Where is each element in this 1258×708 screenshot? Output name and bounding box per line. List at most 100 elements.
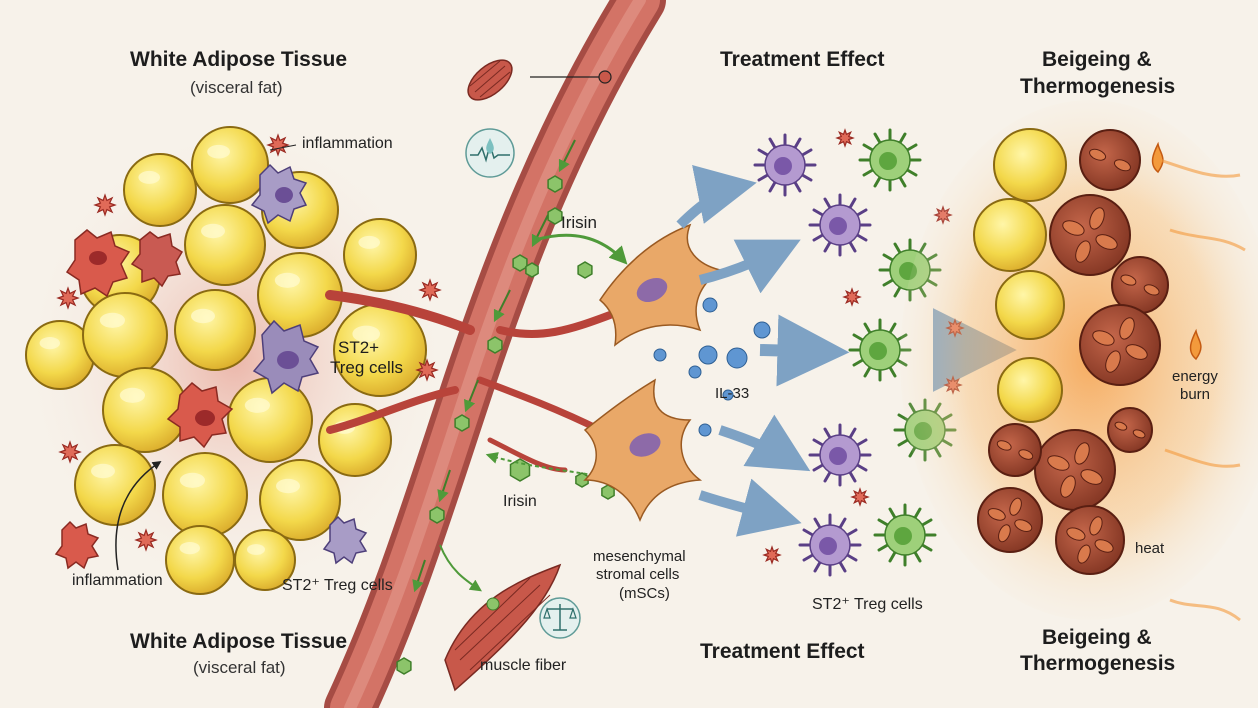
irisin-hexagon bbox=[487, 336, 503, 354]
fat-cell bbox=[318, 403, 392, 477]
irisin-hexagon bbox=[547, 207, 563, 225]
energy-label-line1: energy bbox=[1172, 368, 1218, 385]
irisin-arrow-top bbox=[534, 233, 628, 265]
beige-fat-cell bbox=[997, 357, 1063, 423]
beige-fat-cell bbox=[973, 198, 1047, 272]
inflammatory-immune-cell bbox=[808, 193, 872, 257]
st2-treg-small-cell bbox=[322, 515, 368, 565]
treatment-title-top: Treatment Effect bbox=[720, 48, 885, 71]
energy-label-line2: burn bbox=[1180, 386, 1211, 403]
st2-treg-cluster-cell bbox=[252, 319, 320, 395]
il33-label: IL-33 bbox=[715, 385, 750, 402]
inflammatory-cell bbox=[130, 231, 184, 288]
il33-dot bbox=[722, 389, 734, 401]
il33-dot bbox=[726, 347, 748, 369]
il33-dot bbox=[702, 297, 718, 313]
msc-label-line1: mesenchymal bbox=[593, 548, 686, 565]
irisin-hexagon bbox=[396, 657, 412, 675]
beige-fat-cell bbox=[995, 270, 1065, 340]
flame-icon bbox=[1189, 328, 1202, 361]
st2-treg-label-right: ST2⁺ Treg cells bbox=[812, 596, 923, 613]
beige-adipose-cluster bbox=[900, 100, 1258, 622]
inflammation-star bbox=[415, 358, 439, 382]
irisin-hexagon bbox=[509, 458, 531, 482]
inflammation-star bbox=[418, 278, 442, 302]
irisin-hexagon bbox=[454, 414, 470, 432]
irisin-hexagon bbox=[547, 175, 563, 193]
irisin-hexagon bbox=[577, 261, 593, 279]
beige-title-bottom-line1: Beigeing & bbox=[1042, 626, 1152, 649]
inflammation-label-top: inflammation bbox=[302, 135, 393, 152]
beige-fat-cell bbox=[993, 128, 1067, 202]
fat-cell bbox=[234, 529, 296, 591]
il33-molecules bbox=[653, 297, 771, 437]
irisin-hexagon bbox=[525, 262, 539, 278]
irisin-hexagon bbox=[429, 506, 445, 524]
macrophage-cell bbox=[250, 163, 308, 225]
irisin-molecules bbox=[396, 175, 615, 675]
irisin-arrow-bottom bbox=[485, 452, 609, 479]
inflammatory-immune-cell bbox=[808, 423, 872, 487]
fat-cell bbox=[102, 367, 188, 453]
muscle-fiber-label: muscle fiber bbox=[480, 657, 567, 674]
inflammatory-cell-small bbox=[54, 520, 100, 570]
inflammation-label-bottom: inflammation bbox=[72, 572, 163, 589]
inflammation-star bbox=[762, 545, 782, 565]
st2-treg-label-bottom-left: ST2⁺ Treg cells bbox=[282, 577, 393, 594]
muscle-icon bbox=[467, 59, 612, 101]
irisin-label-top: Irisin bbox=[561, 213, 597, 232]
il33-dot bbox=[698, 345, 718, 365]
muscle-fiber-icon bbox=[444, 563, 562, 692]
fat-cell bbox=[184, 204, 266, 286]
white-adipose-tissue-cluster bbox=[25, 126, 442, 595]
mitochondria-rich-cell bbox=[1107, 407, 1153, 453]
fat-cell bbox=[343, 218, 417, 292]
mitochondria-rich-cell bbox=[1055, 505, 1125, 575]
inflammation-star bbox=[93, 193, 117, 217]
inflammatory-cell bbox=[65, 229, 131, 298]
inflammation-star bbox=[850, 487, 870, 507]
inflammation-star bbox=[842, 287, 862, 307]
mitochondria-rich-cell bbox=[977, 487, 1043, 553]
msc-label-line2: stromal cells bbox=[596, 566, 680, 583]
mitochondria-rich-cell bbox=[1049, 194, 1131, 276]
inflammation-star bbox=[266, 133, 290, 157]
il33-dot bbox=[653, 348, 667, 362]
beige-title-top-line2: Thermogenesis bbox=[1020, 75, 1176, 98]
wat-title-top: White Adipose Tissue bbox=[130, 48, 348, 71]
inflammation-pointer-arrow bbox=[115, 461, 162, 571]
mitochondria-rich-cell bbox=[1034, 429, 1116, 511]
fat-cell bbox=[165, 525, 235, 595]
drop-pulse-icon bbox=[465, 128, 515, 178]
il33-dot bbox=[688, 365, 702, 379]
msc-label-line3: (mSCs) bbox=[619, 585, 670, 602]
st2-treg-cell bbox=[858, 128, 922, 192]
st2-treg-center-label-line1: ST2+ bbox=[338, 338, 380, 357]
msc-cell-bottom bbox=[583, 378, 703, 523]
treatment-title-bottom: Treatment Effect bbox=[700, 640, 865, 663]
fat-cell bbox=[162, 452, 248, 538]
wat-subtitle-bottom: (visceral fat) bbox=[193, 658, 286, 677]
inflammatory-immune-cell bbox=[753, 133, 817, 197]
beige-title-bottom-line2: Thermogenesis bbox=[1020, 652, 1176, 675]
st2-treg-cell bbox=[848, 318, 912, 382]
inflammation-star bbox=[835, 128, 855, 148]
inflammation-leader-line bbox=[269, 144, 297, 151]
fat-cell bbox=[82, 292, 168, 378]
blood-vessel bbox=[324, 0, 666, 708]
wat-subtitle-top: (visceral fat) bbox=[190, 78, 283, 97]
msc-cell-top bbox=[599, 223, 722, 347]
st2-treg-center-label-line2: Treg cells bbox=[330, 358, 404, 377]
il33-dot bbox=[698, 423, 712, 437]
heat-label: heat bbox=[1135, 540, 1165, 557]
mitochondria-rich-cell bbox=[1079, 304, 1161, 386]
il33-dot bbox=[753, 321, 771, 339]
inflammation-star bbox=[134, 528, 158, 552]
inflammatory-immune-cell bbox=[798, 513, 862, 577]
inflammation-star bbox=[56, 286, 80, 310]
beige-title-top-line1: Beigeing & bbox=[1042, 48, 1152, 71]
wat-title-bottom: White Adipose Tissue bbox=[130, 630, 348, 653]
mitochondria-rich-cell bbox=[988, 423, 1042, 477]
fat-cell bbox=[259, 459, 341, 541]
